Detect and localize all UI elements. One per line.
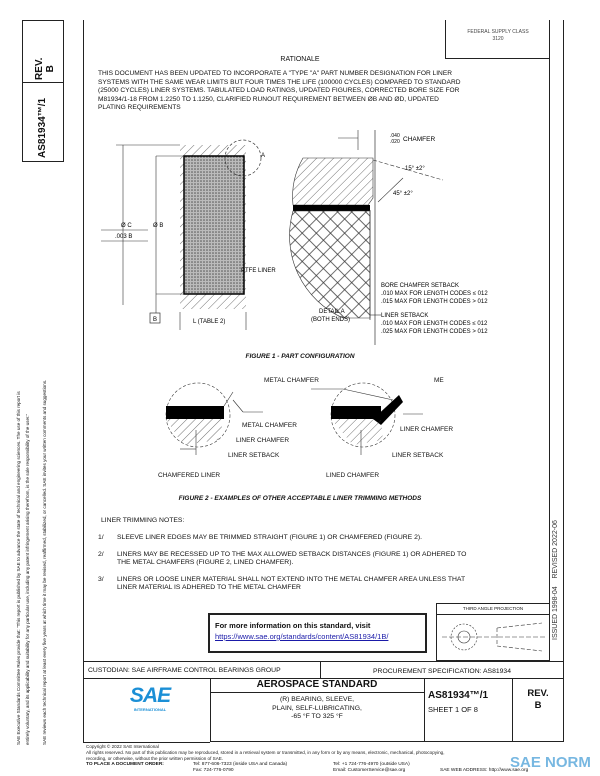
datum-b: B xyxy=(153,317,157,323)
note-item: 3/LINERS OR LOOSE LINER MATERIAL SHALL N… xyxy=(98,575,466,592)
svg-text:A: A xyxy=(261,153,265,159)
svg-text:Ø B: Ø B xyxy=(153,223,163,229)
issued-revised: ISSUED 1998-04 REVISED 2022-06 xyxy=(552,520,559,640)
standard-link[interactable]: https://www.sae.org/standards/content/AS… xyxy=(215,632,389,641)
revision: REV.B xyxy=(527,688,549,711)
figure-2-drawing xyxy=(165,382,423,455)
svg-text:.025 MAX FOR LENGTH CODES > 01: .025 MAX FOR LENGTH CODES > 012 xyxy=(381,329,488,335)
svg-text:(BOTH ENDS): (BOTH ENDS) xyxy=(311,317,350,323)
projection-box: THIRD ANGLE PROJECTION xyxy=(436,603,550,661)
sae-logo: SAE INTERNATIONAL xyxy=(129,684,171,713)
svg-text:.020: .020 xyxy=(390,139,400,145)
svg-text:L (TABLE 2): L (TABLE 2) xyxy=(193,319,225,325)
figure-2-caption: FIGURE 2 - EXAMPLES OF OTHER ACCEPTABLE … xyxy=(178,495,422,502)
footer: Copyright © 2022 SAE International All r… xyxy=(86,744,445,761)
label-me: ME xyxy=(434,377,444,384)
side-title-block xyxy=(22,20,64,162)
footer-web: SAE WEB ADDRESS: http://www.sae.org xyxy=(440,768,529,773)
rationale-title: RATIONALE xyxy=(280,56,320,63)
sheet-number: SHEET 1 OF 8 xyxy=(428,705,478,714)
projection-label: THIRD ANGLE PROJECTION xyxy=(437,604,549,615)
svg-text:15° ±2°: 15° ±2° xyxy=(405,166,425,172)
label-liner-chamfer-right: LINER CHAMFER xyxy=(400,426,454,433)
doc-number: AS81934™/1 xyxy=(428,690,489,701)
note-item: 2/LINERS MAY BE RECESSED UP TO THE MAX A… xyxy=(98,550,467,567)
label-chamfered-liner: CHAMFERED LINER xyxy=(158,472,221,479)
note-item: 1/SLEEVE LINER EDGES MAY BE TRIMMED STRA… xyxy=(98,534,423,541)
svg-text:45° ±2°: 45° ±2° xyxy=(393,191,413,197)
third-angle-projection-icon xyxy=(442,622,545,652)
document-description: (R) BEARING, SLEEVE,PLAIN, SELF-LUBRICAT… xyxy=(272,696,362,720)
svg-text:.003 B: .003 B xyxy=(115,234,132,240)
side-doc-number: AS81934™/1 xyxy=(37,97,48,158)
svg-text:.040: .040 xyxy=(390,133,400,139)
footer-tel2: Tel: +1 724-776-4970 (outside USA)Email:… xyxy=(333,762,410,773)
footer-order: TO PLACE A DOCUMENT ORDER: xyxy=(86,762,164,767)
svg-text:PTFE LINER: PTFE LINER xyxy=(241,268,276,274)
svg-text:LINER SETBACK: LINER SETBACK xyxy=(381,313,428,319)
svg-text:.010 MAX FOR LENGTH CODES ≤ 01: .010 MAX FOR LENGTH CODES ≤ 012 xyxy=(381,321,488,327)
procurement-spec: PROCUREMENT SPECIFICATION: AS81934 xyxy=(373,668,511,675)
label-liner-setback-left: LINER SETBACK xyxy=(228,452,280,459)
custodian: CUSTODIAN: SAE AIRFRAME CONTROL BEARINGS… xyxy=(88,667,281,674)
figure-1-drawing: A B Ø C Ø B .003 B L (TABLE 2) PTFE LINE… xyxy=(101,130,488,345)
svg-text:DETAIL A: DETAIL A xyxy=(319,309,345,315)
label-liner-chamfer-left: LINER CHAMFER xyxy=(236,437,290,444)
label-liner-setback-right: LINER SETBACK xyxy=(392,452,444,459)
svg-text:.015 MAX FOR LENGTH CODES > 01: .015 MAX FOR LENGTH CODES > 012 xyxy=(381,299,488,305)
info-text: For more information on this standard, v… xyxy=(215,621,371,630)
info-box: For more information on this standard, v… xyxy=(208,613,427,653)
side-notice: SAE Executive Standards Committee Rules … xyxy=(16,379,47,745)
aerospace-standard-heading: AEROSPACE STANDARD xyxy=(210,678,424,693)
label-lined-chamfer: LINED CHAMFER xyxy=(326,472,380,479)
svg-text:CHAMFER: CHAMFER xyxy=(403,136,435,143)
svg-text:․010 MAX FOR LENGTH CODES ≤ 01: ․010 MAX FOR LENGTH CODES ≤ 012 xyxy=(381,291,488,297)
watermark: SAE NORM xyxy=(510,754,591,771)
footer-tel1: Tel: 877-606-7323 (inside USA and Canada… xyxy=(193,762,288,773)
svg-text:BORE CHAMFER SETBACK: BORE CHAMFER SETBACK xyxy=(381,283,459,289)
notes-title: LINER TRIMMING NOTES: xyxy=(101,517,185,524)
label-metal-chamfer: METAL CHAMFER xyxy=(242,422,297,429)
svg-text:Ø C: Ø C xyxy=(121,223,132,229)
figure-1-caption: FIGURE 1 - PART CONFIGURATION xyxy=(245,353,355,360)
rationale-text: THIS DOCUMENT HAS BEEN UPDATED TO INCORP… xyxy=(98,70,461,111)
notes-list: 1/SLEEVE LINER EDGES MAY BE TRIMMED STRA… xyxy=(98,534,466,593)
label-metal-chamfer-top: METAL CHAMFER xyxy=(264,377,319,384)
